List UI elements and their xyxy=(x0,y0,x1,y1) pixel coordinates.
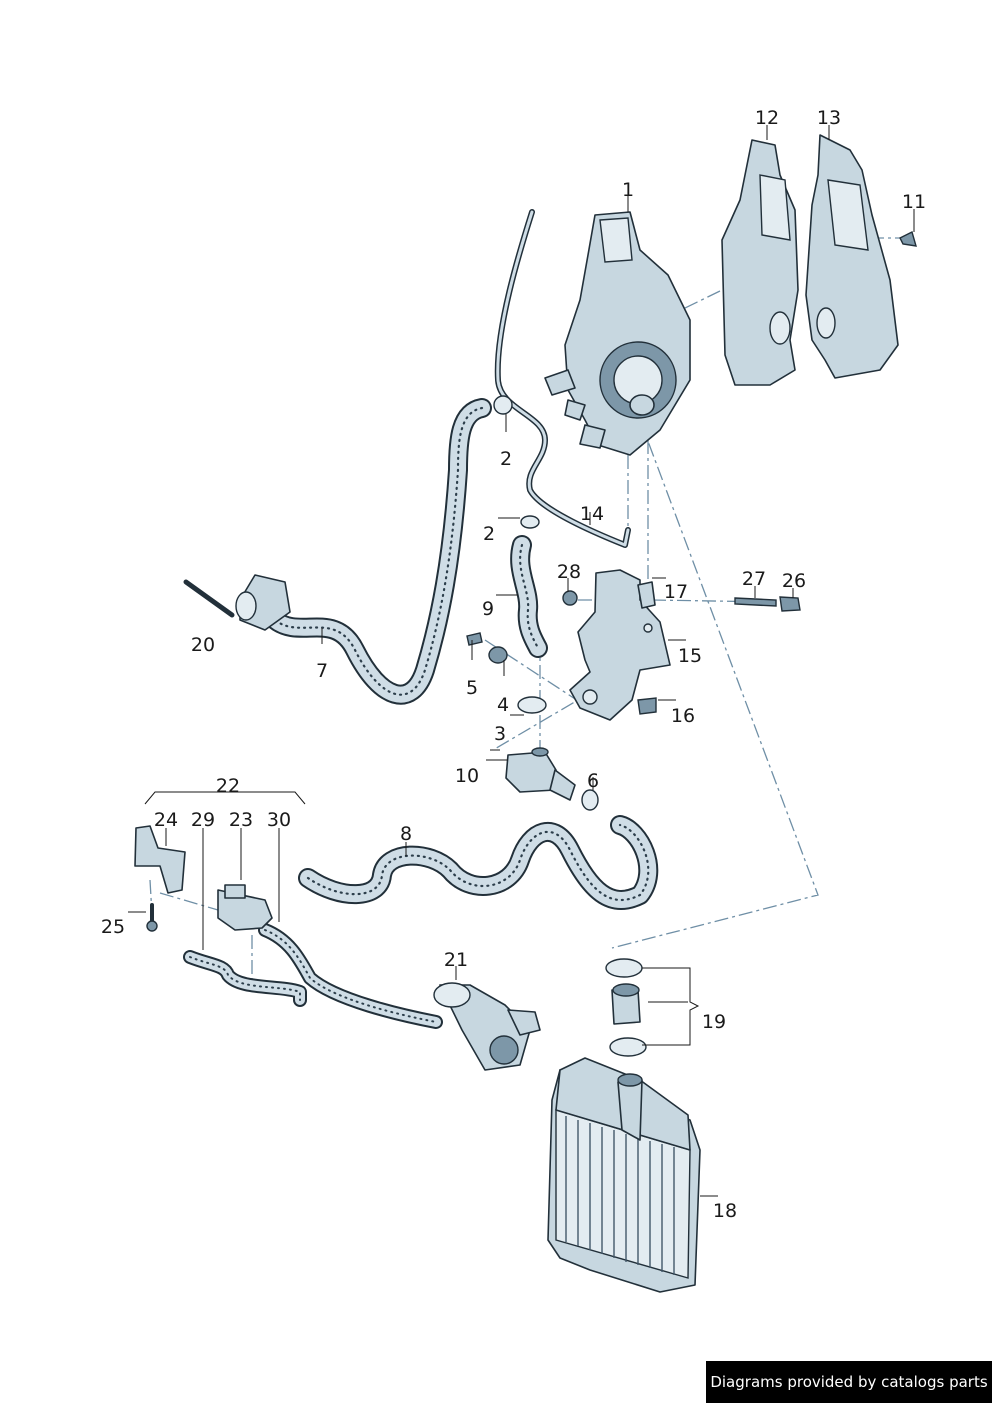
intercooler-part xyxy=(547,1057,701,1293)
callout-19: 19 xyxy=(702,1011,726,1033)
clamp-parts xyxy=(466,395,801,811)
watermark-text: Diagrams provided by catalogs parts xyxy=(710,1373,988,1391)
callout-2: 2 xyxy=(500,448,512,470)
hose-7 xyxy=(183,398,492,705)
callout-29: 29 xyxy=(191,809,215,831)
heat-shield-12 xyxy=(721,139,799,386)
bracket-24 xyxy=(134,825,186,894)
callout-6: 6 xyxy=(587,770,599,792)
callout-labels: 1 2 2 3 4 5 6 7 8 9 10 11 12 13 14 15 16… xyxy=(101,107,926,1222)
callout-13: 13 xyxy=(817,107,841,129)
hose-9 xyxy=(510,535,548,658)
callout-11: 11 xyxy=(902,191,926,213)
callout-8: 8 xyxy=(400,823,412,845)
callout-30: 30 xyxy=(267,809,291,831)
vacuum-line-14 xyxy=(494,209,631,548)
valve-23 xyxy=(217,884,273,931)
callout-7: 7 xyxy=(316,660,328,682)
callout-9: 9 xyxy=(482,598,494,620)
leader-lines xyxy=(128,125,915,1197)
compressor-part xyxy=(544,211,691,456)
watermark-banner: Diagrams provided by catalogs parts xyxy=(706,1361,992,1403)
callout-2: 2 xyxy=(483,523,495,545)
callout-3: 3 xyxy=(494,723,506,745)
callout-17: 17 xyxy=(664,581,688,603)
callout-24: 24 xyxy=(154,809,178,831)
callout-15: 15 xyxy=(678,645,702,667)
valve-10 xyxy=(505,747,576,801)
callout-12: 12 xyxy=(755,107,779,129)
callout-1: 1 xyxy=(622,179,634,201)
callout-18: 18 xyxy=(713,1200,737,1222)
callout-26: 26 xyxy=(782,570,806,592)
hose-8 xyxy=(298,815,659,910)
callout-20: 20 xyxy=(191,634,215,656)
callout-25: 25 xyxy=(101,916,125,938)
callout-28: 28 xyxy=(557,561,581,583)
callout-4: 4 xyxy=(497,694,509,716)
intake-pipe-part xyxy=(433,982,541,1071)
bolt-25 xyxy=(146,903,158,932)
hose-kit-part xyxy=(605,958,647,1057)
callout-10: 10 xyxy=(455,765,479,787)
hose-29-30 xyxy=(183,923,443,1029)
callout-5: 5 xyxy=(466,677,478,699)
callout-16: 16 xyxy=(671,705,695,727)
callout-21: 21 xyxy=(444,949,468,971)
callout-14: 14 xyxy=(580,503,604,525)
callout-27: 27 xyxy=(742,568,766,590)
callout-22: 22 xyxy=(216,775,240,797)
bolt-11 xyxy=(899,230,917,247)
heat-shield-13 xyxy=(805,134,899,379)
callout-23: 23 xyxy=(229,809,253,831)
